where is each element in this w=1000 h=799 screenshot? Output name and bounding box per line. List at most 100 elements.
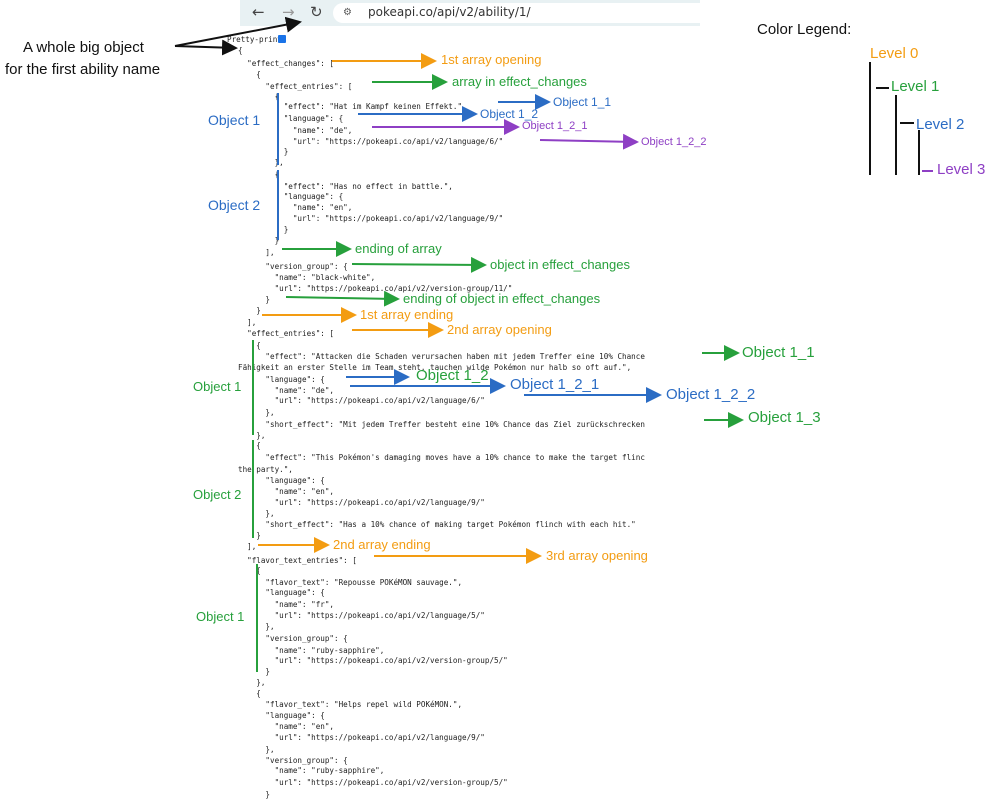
code-line: "flavor_text_entries": [	[238, 556, 357, 565]
code-line: "language": {	[238, 588, 325, 597]
code-line: "url": "https://pokeapi.co/api/v2/versio…	[238, 778, 508, 787]
arrow-object-in-effect-changes	[351, 256, 487, 273]
code-line: ],	[238, 318, 257, 327]
code-line: "version_group": {	[238, 262, 348, 271]
code-line: }	[238, 531, 261, 540]
code-line: }	[238, 147, 289, 156]
code-line: "effect_entries": [	[238, 82, 353, 91]
arrow-ending-of-object-in-effect-changes	[285, 290, 400, 307]
code-line: "language": {	[238, 375, 325, 384]
code-line: {	[238, 92, 280, 101]
forward-button[interactable]: →	[282, 3, 295, 21]
code-line: }	[238, 667, 271, 676]
code-line: "url": "https://pokeapi.co/api/v2/langua…	[238, 498, 485, 507]
code-line: "name": "black-white",	[238, 273, 376, 282]
legend-title: Color Legend:	[757, 21, 852, 38]
label-first-array-ending: 1st array ending	[360, 307, 454, 322]
label-object-1-2-2-b: Object 1_2_2	[666, 386, 756, 403]
label-object-1-2-b: Object 1_2	[416, 367, 489, 384]
pretty-print-checkbox[interactable]	[278, 35, 286, 43]
label-object-1-2-2-a: Object 1_2_2	[641, 136, 707, 148]
code-line: "name": "ruby-sapphire",	[238, 646, 385, 655]
code-line: "effect_changes": [	[238, 59, 335, 68]
legend-level1: Level 1	[891, 78, 940, 95]
legend-level0: Level 0	[870, 45, 919, 62]
code-line: "url": "https://pokeapi.co/api/v2/langua…	[238, 733, 485, 742]
code-line: "effect": "Attacken die Schaden verursac…	[238, 352, 645, 361]
label-second-array-opening: 2nd array opening	[447, 322, 552, 337]
code-line: "name": "en",	[238, 722, 335, 731]
code-line: "url": "https://pokeapi.co/api/v2/langua…	[238, 214, 504, 223]
whole-object-arrow-1	[174, 16, 302, 47]
code-line: {	[238, 70, 261, 79]
code-line: "effect_entries": [	[238, 329, 335, 338]
code-line: "short_effect": "Has a 10% chance of mak…	[238, 520, 636, 529]
code-line: {	[238, 441, 261, 450]
code-line: "language": {	[238, 711, 325, 720]
code-line: "name": "ruby-sapphire",	[238, 766, 385, 775]
label-first-array-opening: 1st array opening	[441, 52, 542, 67]
label-object-1-2-a: Object 1_2	[480, 107, 539, 121]
code-line: },	[238, 431, 266, 440]
code-line: },	[238, 745, 275, 754]
code-line: "url": "https://pokeapi.co/api/v2/langua…	[238, 137, 504, 146]
label-object-1-2-1-b: Object 1_2_1	[510, 376, 600, 393]
code-line: ],	[238, 542, 257, 551]
code-line: "name": "de",	[238, 126, 353, 135]
pretty-print-label: Pretty-print	[227, 35, 282, 44]
url-text[interactable]: pokeapi.co/api/v2/ability/1/	[368, 5, 531, 19]
label-object-2-a: Object 2	[208, 197, 261, 213]
code-line: "url": "https://pokeapi.co/api/v2/versio…	[238, 656, 508, 665]
label-object-1-1-b: Object 1_1	[742, 344, 815, 361]
code-line: {	[238, 46, 243, 55]
code-line: },	[238, 158, 284, 167]
code-line: "name": "fr",	[238, 600, 335, 609]
code-line: Fähigkeit an erster Stelle im Team steht…	[238, 363, 632, 372]
code-line: {	[238, 566, 261, 575]
code-line: },	[238, 408, 275, 417]
code-line: "url": "https://pokeapi.co/api/v2/langua…	[238, 611, 485, 620]
code-line: the party.",	[238, 465, 293, 474]
code-line: "flavor_text": "Repousse POKéMON sauvage…	[238, 578, 463, 587]
label-object-1-3-b: Object 1_3	[748, 409, 821, 426]
code-line: "effect": "Has no effect in battle.",	[238, 182, 453, 191]
code-line: {	[238, 689, 261, 698]
label-object-2-b: Object 2	[193, 487, 242, 502]
label-object-1-b: Object 1	[193, 379, 242, 394]
legend-level2: Level 2	[916, 116, 965, 133]
code-line: "name": "en",	[238, 203, 353, 212]
label-ending-of-object-in-effect-changes: ending of object in effect_changes	[403, 291, 601, 306]
code-line: },	[238, 509, 275, 518]
code-line: }	[238, 225, 289, 234]
label-array-in-effect-changes: array in effect_changes	[452, 74, 587, 89]
code-line: }	[238, 295, 271, 304]
code-line: "url": "https://pokeapi.co/api/v2/langua…	[238, 396, 485, 405]
code-line: "short_effect": "Mit jedem Treffer beste…	[238, 420, 645, 429]
address-bar[interactable]	[333, 3, 700, 23]
back-button[interactable]: ←	[252, 3, 265, 21]
label-object-1-2-1-a: Object 1_2_1	[522, 120, 588, 132]
reload-button[interactable]: ↻	[310, 3, 323, 21]
code-line: },	[238, 678, 266, 687]
label-object-1-a: Object 1	[208, 112, 261, 128]
label-object-in-effect-changes: object in effect_changes	[490, 257, 630, 272]
code-line: "version_group": {	[238, 634, 348, 643]
code-line: "effect": "Hat im Kampf keinen Effekt.",	[238, 102, 467, 111]
code-line: }	[238, 306, 261, 315]
code-line: ],	[238, 248, 275, 257]
whole-object-label-line2: for the first ability name	[5, 61, 161, 78]
whole-object-arrow-2	[174, 39, 238, 56]
code-line: "language": {	[238, 476, 325, 485]
site-settings-icon[interactable]: ⚙	[343, 7, 352, 18]
code-line: {	[238, 170, 280, 179]
code-line: "language": {	[238, 114, 344, 123]
label-third-array-opening: 3rd array opening	[546, 548, 648, 563]
code-line: "flavor_text": "Helps repel wild POKéMON…	[238, 700, 463, 709]
label-object-1-1-a: Object 1_1	[553, 95, 612, 109]
code-line: {	[238, 341, 261, 350]
label-second-array-ending: 2nd array ending	[333, 537, 431, 552]
code-line: "effect": "This Pokémon's damaging moves…	[238, 453, 645, 462]
code-line: "version_group": {	[238, 756, 348, 765]
code-line: "name": "de",	[238, 386, 335, 395]
